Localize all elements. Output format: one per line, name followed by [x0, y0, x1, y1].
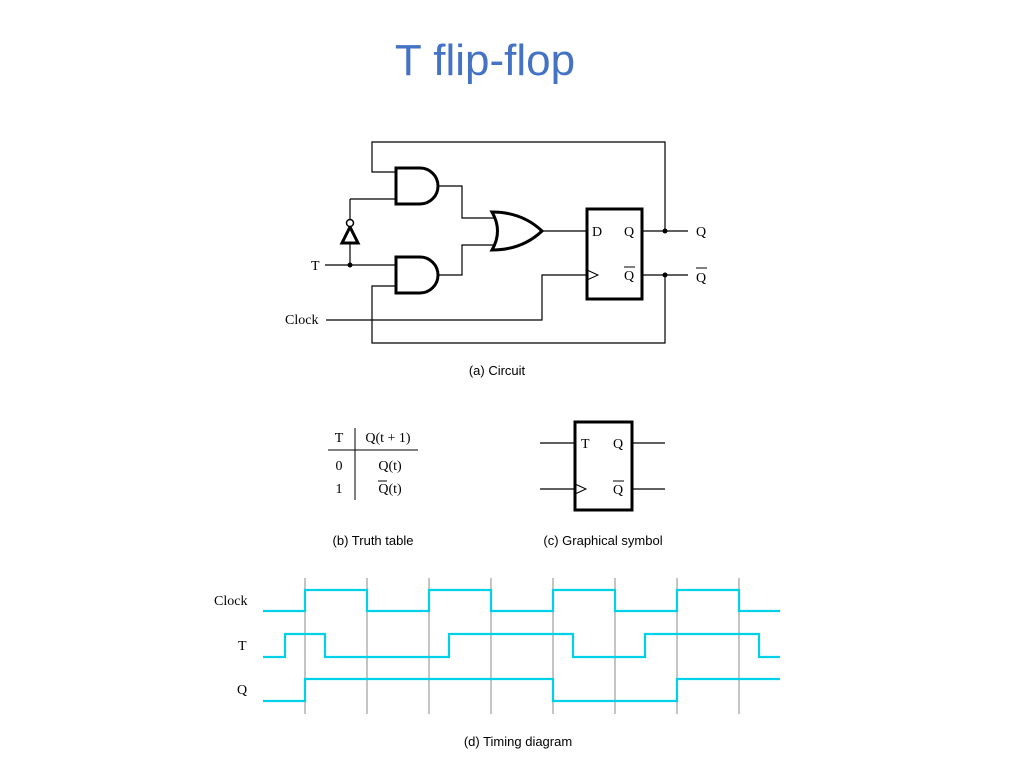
timing-caption: (d) Timing diagram: [464, 734, 572, 749]
symbol-t-label: T: [581, 437, 590, 452]
timing-t-label: T: [238, 639, 247, 654]
t-input-label: T: [311, 259, 320, 274]
and-gate-lower: [394, 255, 440, 295]
timing-diagram: Clock T Q (d) Timing diagram: [214, 578, 780, 749]
circuit: T D Q Q Clock Q: [285, 141, 707, 378]
not-gate: [339, 223, 361, 245]
q-junction: [662, 228, 668, 234]
symbol-qbar-label: Q: [613, 483, 623, 498]
qbar-feedback-wire: [371, 275, 666, 344]
truth-table-row1-t: 1: [336, 482, 343, 497]
d-flip-flop: [585, 207, 644, 301]
clock-input-label: Clock: [285, 313, 318, 328]
qbar-junction: [662, 272, 668, 278]
t-flip-flop-symbol: [573, 420, 634, 512]
truth-table: T Q(t + 1) 0 Q(t) 1 Q(t) (b) Truth table: [328, 428, 418, 548]
t-waveform: [263, 632, 780, 659]
truth-table-row1-q: Q(t): [378, 482, 402, 497]
q-output-label: Q: [696, 225, 706, 240]
clock-wire: [326, 274, 587, 321]
ff-d-label: D: [592, 225, 602, 240]
and-gate-upper: [394, 166, 440, 206]
ff-clock-triangle: [586, 269, 600, 281]
q-waveform: [263, 677, 780, 703]
clock-waveform: [263, 588, 780, 613]
timing-q-label: Q: [237, 683, 247, 698]
symbol-caption: (c) Graphical symbol: [543, 533, 662, 548]
or-gate: [489, 210, 545, 252]
truth-table-caption: (b) Truth table: [333, 533, 414, 548]
not-gate-bubble: [345, 218, 355, 228]
symbol-q-label: Q: [613, 437, 623, 452]
qbar-output-label: Q: [696, 271, 706, 286]
q-feedback-wire: [371, 141, 666, 231]
truth-table-row0-t: 0: [336, 459, 343, 474]
truth-table-row0-q: Q(t): [378, 459, 402, 474]
symbol-clock-triangle: [574, 483, 588, 495]
ff-qbar-label: Q: [624, 269, 634, 284]
truth-table-header-t: T: [335, 431, 344, 446]
ff-q-label: Q: [624, 225, 634, 240]
timing-clock-label: Clock: [214, 594, 247, 609]
circuit-caption: (a) Circuit: [469, 363, 526, 378]
graphical-symbol: T Q Q (c) Graphical symbol: [540, 420, 665, 548]
truth-table-header-q: Q(t + 1): [365, 431, 411, 446]
slide-title: T flip-flop: [394, 36, 576, 85]
